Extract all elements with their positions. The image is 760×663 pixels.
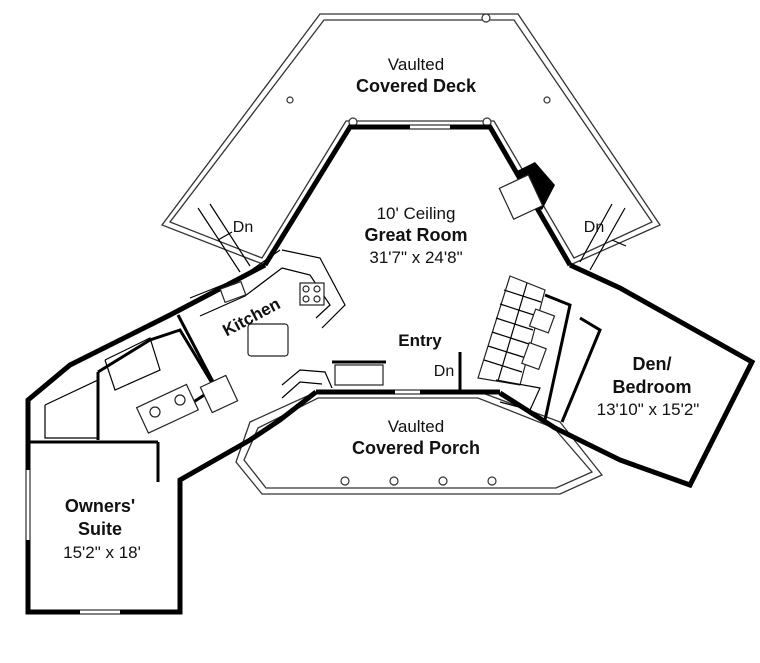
owners-suite-label-1: Owners' [65,496,135,516]
great-room-size: 31'7" x 24'8" [369,248,462,267]
windows [26,125,716,614]
covered-deck-label-2: Covered Deck [356,76,477,96]
room-labels: Vaulted Covered Deck 10' Ceiling Great R… [63,55,699,562]
den-label-1: Den/ [632,354,671,374]
den-label-2: Bedroom [612,377,691,397]
den-size: 13'10" x 15'2" [597,400,700,419]
owners-suite-size: 15'2" x 18' [63,543,141,562]
entry-label: Entry [398,331,442,350]
dn-entry-label: Dn [434,363,454,380]
covered-deck-label-1: Vaulted [388,55,444,74]
interior-walls [30,162,602,482]
dn-right-label: Dn [584,219,604,236]
porch-label-2: Covered Porch [352,438,480,458]
great-room-label-2: Great Room [364,225,467,245]
dn-left-label: Dn [233,219,253,236]
great-room-label-1: 10' Ceiling [377,204,456,223]
stairs [477,275,546,386]
owners-suite-label-2: Suite [78,519,122,539]
porch-label-1: Vaulted [388,417,444,436]
